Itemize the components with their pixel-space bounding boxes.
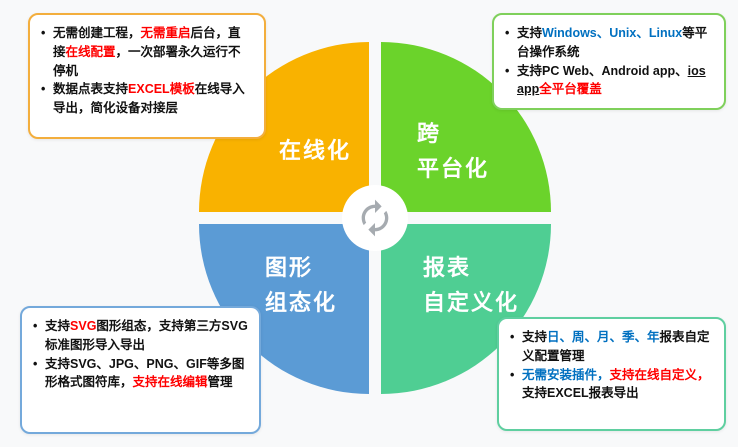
feature-wheel: 在线化 跨平台化 图形组态化 报表自定义化 xyxy=(199,42,551,394)
quadrant-label-online: 在线化 xyxy=(279,133,351,168)
bullet-item: • 无需创建工程，无需重启后台，直接在线配置，一次部署永久运行不停机 xyxy=(41,24,253,80)
sync-cycle-icon xyxy=(361,199,389,237)
bullet-text: 支持PC Web、Android app、ios app全平台覆盖 xyxy=(517,62,713,100)
text-segment: 支持 xyxy=(517,26,543,40)
bullet-item: • 数据点表支持EXCEL模板在线导入导出，简化设备对接层 xyxy=(41,80,253,118)
text-segment: 支持在线编辑 xyxy=(132,375,208,390)
quadrant-cross-platform: 跨平台化 xyxy=(381,42,551,212)
quadrant-report-custom: 报表自定义化 xyxy=(381,224,551,394)
bullet-marker: • xyxy=(41,82,46,97)
center-hub xyxy=(342,185,408,251)
text-segment: ，一次部署永久运行不停机 xyxy=(53,44,241,78)
quadrant-label-line: 图形 xyxy=(265,255,314,280)
bullet-marker: • xyxy=(510,330,515,344)
text-segment: 日、周、月、季、年 xyxy=(547,330,660,344)
bullet-marker: • xyxy=(505,63,510,78)
bullet-text: 支持SVG图形组态，支持第三方SVG标准图形导入导出 xyxy=(45,317,248,355)
text-segment: EXCEL模板 xyxy=(128,82,195,97)
text-segment: 无需重启 xyxy=(140,26,191,40)
quadrant-label-line: 报表 xyxy=(423,255,472,280)
bullet-text: 支持日、周、月、季、年报表自定义配置管理 xyxy=(522,328,713,366)
text-segment: Windows、Unix、Linux xyxy=(542,26,683,40)
bullet-marker: • xyxy=(33,319,38,333)
text-segment: 管理 xyxy=(207,375,233,390)
bullet-marker: • xyxy=(505,26,510,40)
bullet-text: 支持SVG、JPG、PNG、GIF等多图形格式图符库，支持在线编辑管理 xyxy=(45,355,248,393)
bullet-marker: • xyxy=(41,26,46,40)
quadrant-label-line: 自定义化 xyxy=(423,290,520,315)
text-segment: 后台，直接 xyxy=(53,26,241,59)
quadrant-label-line: 跨 xyxy=(417,121,442,146)
text-segment: 数据点表支持 xyxy=(53,82,129,97)
text-segment: 全平台覆盖 xyxy=(539,82,602,97)
bullet-item: • 支持日、周、月、季、年报表自定义配置管理 xyxy=(510,328,713,366)
text-segment: 支持PC Web、Android app、 xyxy=(517,63,688,78)
quadrant-label-graphic-config: 图形组态化 xyxy=(265,250,337,320)
callout-graphic-config: • 支持SVG图形组态，支持第三方SVG标准图形导入导出 • 支持SVG、JPG、PN… xyxy=(20,306,261,434)
bullet-marker: • xyxy=(33,356,38,371)
callout-cross-platform: • 支持Windows、Unix、Linux等平台操作系统 • 支持PC Web、An… xyxy=(492,13,726,110)
bullet-text: 数据点表支持EXCEL模板在线导入导出，简化设备对接层 xyxy=(53,80,253,118)
bullet-text: 支持Windows、Unix、Linux等平台操作系统 xyxy=(517,24,713,62)
callout-online: • 无需创建工程，无需重启后台，直接在线配置，一次部署永久运行不停机 • 数据点表支持… xyxy=(28,13,266,139)
bullet-marker: • xyxy=(510,367,515,382)
text-segment: 在线配置 xyxy=(65,44,116,59)
bullet-text: 无需创建工程，无需重启后台，直接在线配置，一次部署永久运行不停机 xyxy=(53,24,253,80)
bullet-item: • 支持SVG、JPG、PNG、GIF等多图形格式图符库，支持在线编辑管理 xyxy=(33,355,248,393)
text-segment: 等平台操作系统 xyxy=(517,26,708,59)
text-segment: 图形组态，支持第三方SVG标准图形导入导出 xyxy=(45,319,248,352)
bullet-item: • 无需安装插件，支持在线自定义， 支持EXCEL报表导出 xyxy=(510,366,713,404)
text-segment: 报表自定义配置管理 xyxy=(522,330,710,363)
bullet-text: 无需安装插件，支持在线自定义， 支持EXCEL报表导出 xyxy=(522,366,713,404)
text-segment: SVG xyxy=(70,319,97,333)
quadrant-label-line: 在线化 xyxy=(278,138,351,163)
text-segment: ios app xyxy=(517,63,706,97)
text-segment: 支持 xyxy=(522,330,548,344)
bullet-item: • 支持Windows、Unix、Linux等平台操作系统 xyxy=(505,24,713,62)
text-segment: 在线导入导出，简化设备对接层 xyxy=(53,82,245,115)
text-segment: 支持SVG、JPG、PNG、GIF等多图形格式图符库， xyxy=(45,356,245,390)
bullet-item: • 支持SVG图形组态，支持第三方SVG标准图形导入导出 xyxy=(33,317,248,355)
bullet-item: • 支持PC Web、Android app、ios app全平台覆盖 xyxy=(505,62,713,100)
text-segment: 支持 xyxy=(45,319,71,333)
quadrant-label-line: 平台化 xyxy=(417,156,490,181)
text-segment: 无需创建工程， xyxy=(53,26,141,40)
callout-report-custom: • 支持日、周、月、季、年报表自定义配置管理 • 无需安装插件，支持在线自定义， 支持E… xyxy=(497,317,726,431)
text-segment: 支持EXCEL报表导出 xyxy=(522,386,639,401)
text-segment: 支持在线自定义， xyxy=(609,367,710,382)
quadrant-label-line: 组态化 xyxy=(265,290,338,315)
quadrant-label-cross-platform: 跨平台化 xyxy=(417,116,489,186)
quadrant-label-report-custom: 报表自定义化 xyxy=(423,250,519,320)
text-segment: 无需安装插件， xyxy=(522,367,610,382)
